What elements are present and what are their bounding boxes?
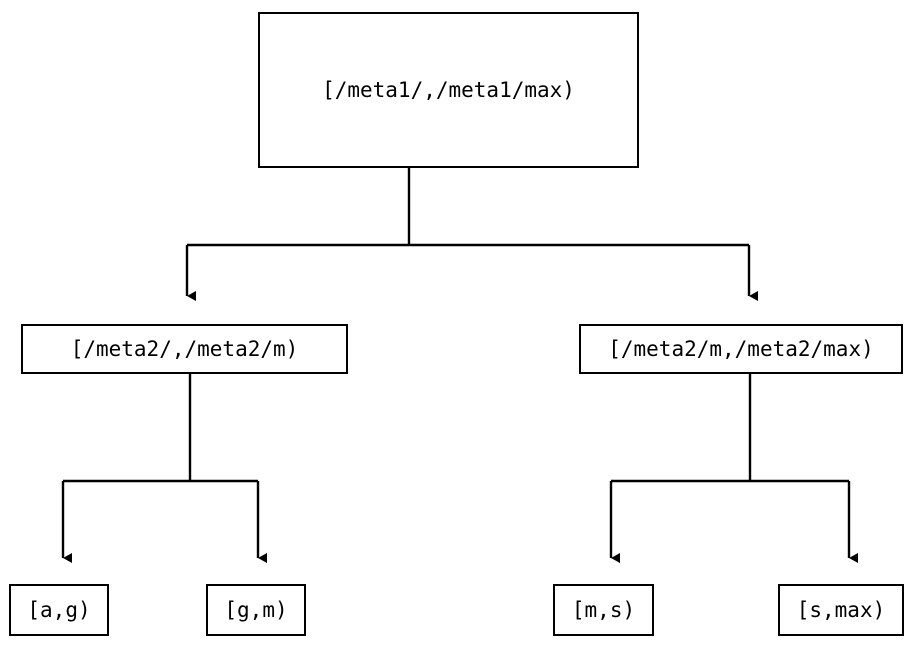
tree-node-leaf-4[interactable]: [s,max) [778,584,904,636]
tree-node-leaf-1[interactable]: [a,g) [9,584,109,636]
tree-node-leaf-1-label: [a,g) [27,597,91,622]
tree-node-mid-right-label: [/meta2/m,/meta2/max) [608,336,874,361]
tree-node-leaf-2-label: [g,m) [224,597,288,622]
tree-node-root-label: [/meta1/,/meta1/max) [322,77,575,102]
tree-node-leaf-2[interactable]: [g,m) [206,584,306,636]
tree-node-mid-left[interactable]: [/meta2/,/meta2/m) [21,324,348,374]
tree-node-root[interactable]: [/meta1/,/meta1/max) [258,12,639,168]
tree-node-mid-right[interactable]: [/meta2/m,/meta2/max) [579,324,903,374]
tree-node-mid-left-label: [/meta2/,/meta2/m) [70,336,299,361]
edge-midleft-to-leaves [61,374,267,563]
edge-root-to-level1 [185,168,758,301]
tree-node-leaf-4-label: [s,max) [796,597,886,622]
tree-node-leaf-3[interactable]: [m,s) [553,584,654,636]
edge-midright-to-leaves [609,374,858,563]
tree-node-leaf-3-label: [m,s) [571,597,636,622]
